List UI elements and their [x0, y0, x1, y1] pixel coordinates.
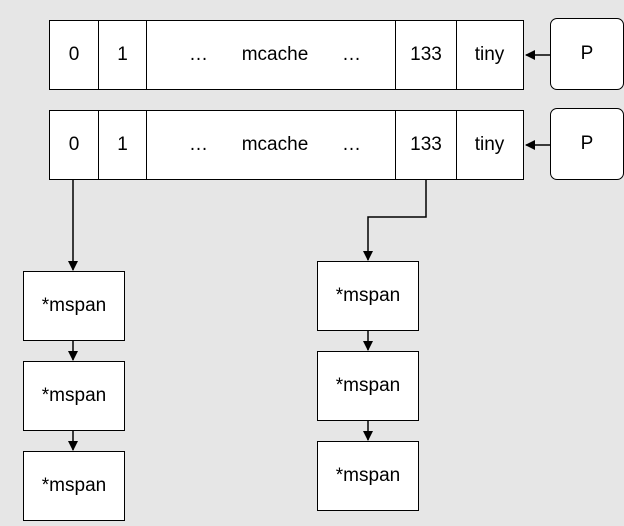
mcache-row: 0 1 … mcache … 133 tiny	[49, 110, 524, 180]
ellipsis-left: …	[189, 44, 208, 65]
tiny-cell: tiny	[474, 134, 505, 155]
size-class-1-cell: 1	[99, 21, 147, 89]
ellipsis-right: …	[342, 134, 361, 155]
mspan-box: *mspan	[23, 271, 125, 341]
size-class-133-cell: 133	[396, 21, 457, 89]
size-class-1-cell: 1	[99, 111, 147, 179]
ellipsis-left: …	[189, 134, 208, 155]
tiny-cell: tiny	[474, 44, 505, 65]
ellipsis-right: …	[342, 44, 361, 65]
mcache-row: 0 1 … mcache … 133 tiny	[49, 20, 524, 90]
size-class-133-cell: 133	[396, 111, 457, 179]
mspan-box: *mspan	[317, 351, 419, 421]
mspan-box: *mspan	[317, 261, 419, 331]
mspan-box: *mspan	[23, 451, 125, 521]
mcache-label-cell: … mcache …	[147, 111, 396, 179]
size-class-0-cell: 0	[50, 111, 99, 179]
size-class-0-cell: 0	[50, 21, 99, 89]
mcache-label: mcache	[241, 134, 309, 155]
mspan-box: *mspan	[317, 441, 419, 511]
mcache-label-cell: … mcache …	[147, 21, 396, 89]
processor-p-box: P	[550, 18, 624, 90]
processor-p-box: P	[550, 108, 624, 180]
class-133-to-span-arrow	[363, 180, 427, 261]
mcache-label: mcache	[241, 44, 309, 65]
mspan-box: *mspan	[23, 361, 125, 431]
